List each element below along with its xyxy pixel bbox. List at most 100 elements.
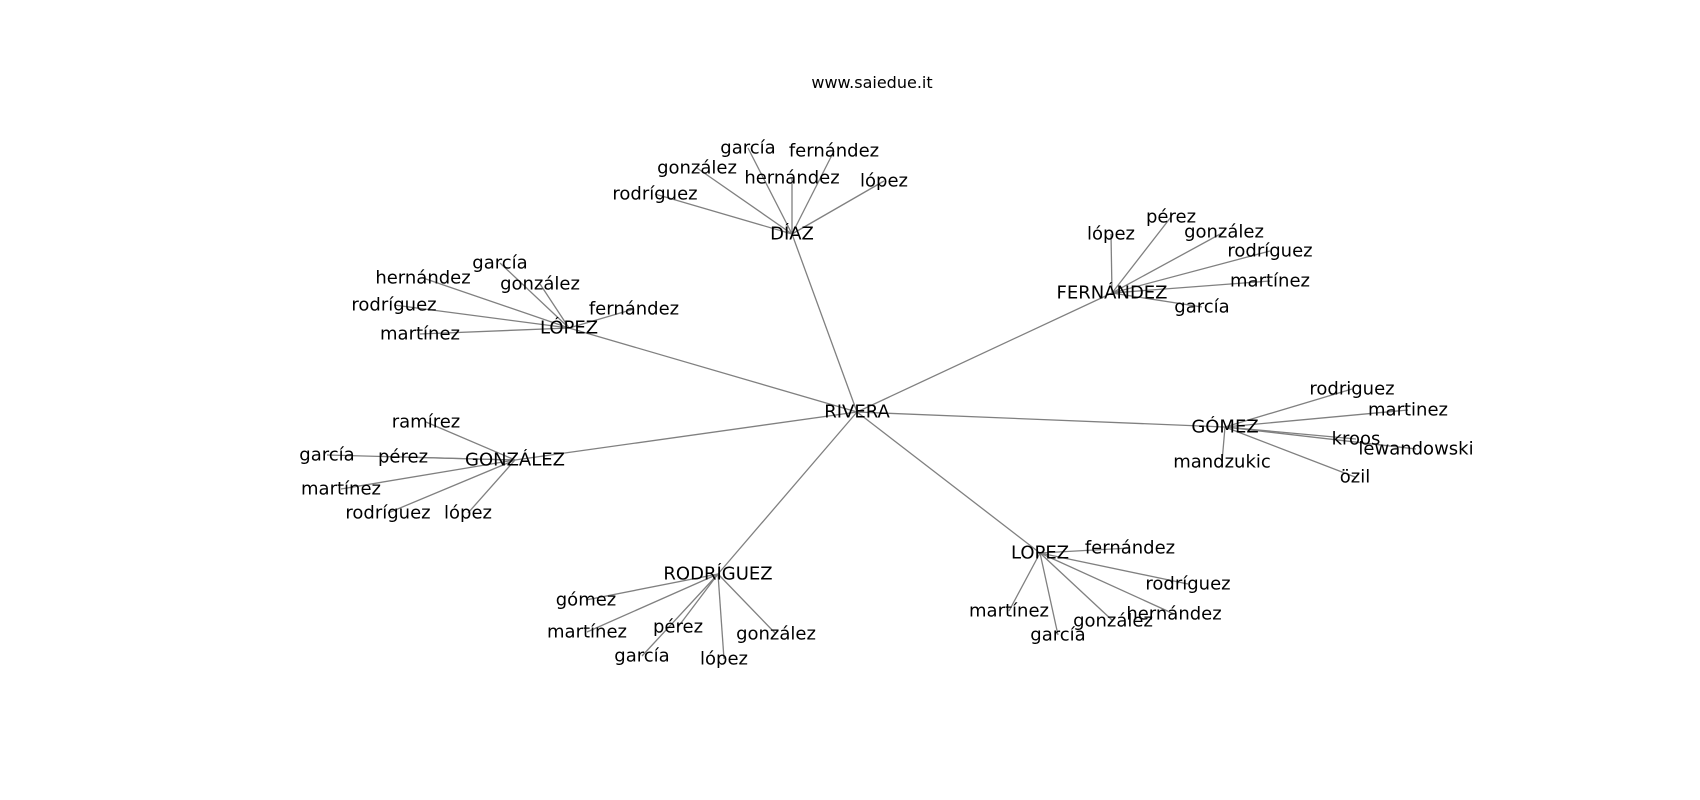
edge-root-fernandez [856, 292, 1113, 413]
edge-root-lopez [856, 411, 1041, 554]
cluster-node-lopez-5: LOPEZ [1011, 543, 1069, 564]
leaf-node-rodriguez: rodríguez [351, 295, 436, 316]
edge-root-lopez [568, 327, 858, 413]
edge-root-rodriguez [717, 411, 858, 575]
edge-lopez-fernandez [568, 308, 635, 329]
leaf-node-garcia: garcía [299, 445, 354, 466]
leaf-node-garcia: garcía [614, 646, 669, 667]
leaf-node-fernandez: fernández [589, 299, 679, 320]
edge-diaz-lopez [791, 180, 885, 235]
edge-gomez-martinez [1224, 409, 1409, 428]
edge-root-diaz [791, 233, 858, 413]
leaf-node-ramirez: ramírez [392, 412, 461, 433]
edge-rodriguez-gonzalez [717, 573, 777, 635]
edge-lopez-rodriguez [1039, 552, 1189, 585]
leaf-node-perez: pérez [1146, 207, 1196, 228]
leaf-node-lopez: lópez [444, 503, 492, 524]
edge-fernandez-gonzalez [1111, 231, 1225, 294]
edge-rodriguez-garcia [641, 573, 719, 657]
leaf-node-garcia: garcía [1030, 625, 1085, 646]
leaf-node-hernandez: hernández [375, 268, 470, 289]
edge-gomez-rodriguez [1224, 388, 1353, 428]
edge-diaz-gonzalez [696, 167, 793, 235]
edge-root-gomez [856, 411, 1226, 428]
edge-lopez-gonzalez [1039, 552, 1114, 622]
root-node-label: RIVERA [824, 402, 890, 423]
leaf-node-garcia: garcía [472, 253, 527, 274]
edge-diaz-fernandez [791, 150, 835, 235]
edge-fernandez-lopez [1110, 233, 1113, 294]
leaf-node-rodriguez: rodríguez [1227, 241, 1312, 262]
edge-lopez-rodriguez [393, 304, 570, 329]
edge-gonzalez-perez [402, 456, 516, 461]
cluster-node-lopez-2: LÓPEZ [540, 317, 598, 339]
leaf-node-gonzalez: gonzález [500, 274, 580, 295]
edges-layer [326, 147, 1417, 660]
edge-lopez-garcia [1039, 552, 1059, 636]
edge-lopez-hernandez [422, 277, 570, 329]
edge-lopez-gonzalez [539, 283, 570, 329]
leaf-node-gonzalez: gonzález [1184, 222, 1264, 243]
leaf-node-hernandez: hernández [1126, 604, 1221, 625]
leaf-node-ozil: özil [1340, 467, 1370, 488]
edge-lopez-fernandez [1039, 547, 1131, 554]
edge-fernandez-garcia [1111, 292, 1203, 308]
leaf-node-perez: pérez [653, 617, 703, 638]
cluster-node-fernandez-1: FERNÁNDEZ [1056, 282, 1167, 304]
leaf-node-martinez: martínez [1230, 271, 1310, 292]
edge-gomez-ozil [1224, 426, 1356, 478]
edge-gonzalez-lopez [467, 459, 516, 514]
edge-rodriguez-martinez [586, 573, 719, 633]
edge-root-gonzalez [514, 411, 858, 461]
leaf-node-rodriguez: rodríguez [1145, 574, 1230, 595]
leaf-node-mandzukic: mandzukic [1173, 452, 1271, 473]
leaf-node-rodriguez: rodriguez [1309, 379, 1394, 400]
edge-gonzalez-martinez [340, 459, 516, 490]
edge-fernandez-rodriguez [1111, 250, 1271, 294]
cluster-node-gonzalez-4: GONZÁLEZ [465, 449, 565, 471]
leaf-node-hernandez: hernández [744, 168, 839, 189]
leaf-node-gonzalez: gonzález [736, 624, 816, 645]
edge-diaz-rodriguez [654, 193, 793, 235]
leaf-node-rodriguez: rodríguez [345, 503, 430, 524]
leaf-node-garcia: garcía [720, 138, 775, 159]
leaf-node-martinez: martínez [380, 324, 460, 345]
cluster-node-diaz-0: DÍAZ [770, 223, 814, 245]
edge-rodriguez-lopez [717, 573, 725, 660]
edge-lopez-martinez [419, 327, 570, 335]
leaf-node-rodriguez: rodríguez [612, 184, 697, 205]
edge-lopez-garcia [499, 262, 570, 329]
edge-lopez-martinez [1008, 552, 1041, 612]
leaf-node-fernandez: fernández [1085, 538, 1175, 559]
edge-rodriguez-gomez [585, 573, 719, 601]
edge-rodriguez-perez [677, 573, 719, 628]
leaf-node-lewandowski: lewandowski [1358, 439, 1473, 460]
edge-lopez-hernandez [1039, 552, 1175, 615]
edge-fernandez-martinez [1111, 280, 1271, 294]
leaf-node-fernandez: fernández [789, 141, 879, 162]
graph-title: www.saiedue.it [811, 73, 932, 92]
edge-gomez-lewandowski [1224, 426, 1417, 450]
edge-gonzalez-rodriguez [387, 459, 516, 514]
leaf-node-lopez: lópez [700, 649, 748, 670]
edge-fernandez-perez [1111, 216, 1172, 294]
leaf-node-martinez: martínez [969, 601, 1049, 622]
leaf-node-gomez: gómez [556, 590, 617, 611]
cluster-node-gomez-3: GÓMEZ [1191, 416, 1258, 438]
leaf-node-lopez: lópez [860, 171, 908, 192]
leaf-node-perez: pérez [378, 447, 428, 468]
edge-gomez-mandzukic [1221, 426, 1226, 463]
leaf-node-gonzalez: gonzález [657, 158, 737, 179]
leaf-node-lopez: lópez [1087, 224, 1135, 245]
leaf-node-gonzalez: gonzález [1073, 611, 1153, 632]
leaf-node-martinez: martinez [1368, 400, 1448, 421]
leaf-node-garcia: garcía [1174, 297, 1229, 318]
edge-diaz-garcia [747, 147, 793, 235]
leaf-node-martinez: martínez [301, 479, 381, 500]
leaf-node-kroos: kroos [1332, 429, 1381, 450]
edge-gonzalez-ramirez [425, 421, 516, 461]
cluster-node-rodriguez-6: RODRÍGUEZ [663, 563, 772, 585]
leaf-node-martinez: martínez [547, 622, 627, 643]
